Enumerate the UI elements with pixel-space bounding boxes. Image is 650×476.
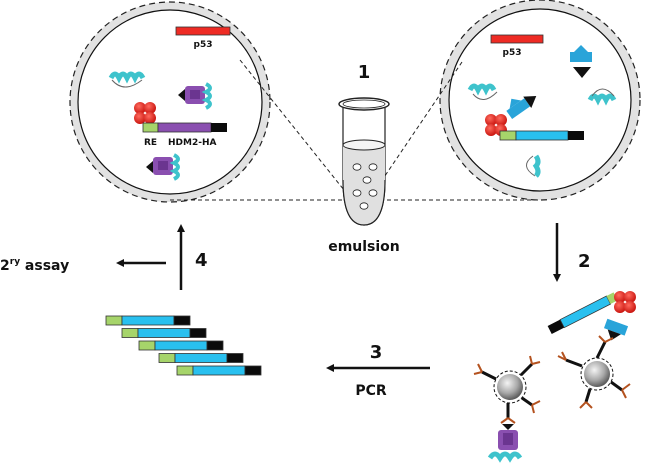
bead-right-icon bbox=[557, 335, 631, 409]
secondary-assay-label: 2ry assay bbox=[0, 257, 69, 274]
tag-segment bbox=[226, 353, 244, 363]
library-protein-icon bbox=[603, 318, 629, 341]
left-droplet: p53 RE HDM2-HA bbox=[69, 1, 271, 203]
re-label: RE bbox=[144, 138, 157, 148]
pcr-product bbox=[121, 328, 207, 338]
library-segment bbox=[174, 353, 228, 363]
repressor-protein-icon bbox=[614, 291, 636, 313]
hdm2-protein-icon bbox=[178, 82, 212, 110]
step-1-label: 1 bbox=[358, 62, 371, 83]
secondary-assay-number: 2 bbox=[0, 258, 10, 274]
peptide-loop bbox=[472, 91, 498, 100]
hdm2-segment bbox=[157, 122, 212, 133]
re-segment bbox=[158, 353, 176, 363]
step-3-label: 3 bbox=[370, 342, 383, 363]
dna-construct-library bbox=[499, 130, 584, 141]
droplet-outer-dashed bbox=[439, 0, 641, 201]
step-4-label: 4 bbox=[195, 250, 208, 271]
repressor-protein-icon bbox=[485, 114, 507, 136]
tag-segment bbox=[189, 328, 207, 338]
p53-gene-bar bbox=[175, 26, 231, 36]
re-segment bbox=[142, 122, 159, 133]
right-droplet: p53 bbox=[439, 0, 641, 201]
p53-gene-bar bbox=[490, 34, 544, 44]
peptide-helix-icon bbox=[467, 83, 497, 96]
re-segment bbox=[138, 340, 156, 351]
bead-capture-group bbox=[473, 291, 636, 463]
tag-segment bbox=[206, 340, 224, 351]
pcr-product bbox=[138, 340, 224, 351]
p53-label: p53 bbox=[503, 48, 522, 58]
step-2-label: 2 bbox=[578, 251, 591, 272]
emulsion-label: emulsion bbox=[328, 239, 400, 255]
droplet-inner bbox=[77, 9, 263, 195]
pcr-products bbox=[105, 315, 262, 376]
bead-left-icon bbox=[473, 355, 541, 424]
library-segment bbox=[192, 365, 246, 376]
library-segment bbox=[154, 340, 208, 351]
p53-label: p53 bbox=[194, 40, 213, 50]
library-segment bbox=[121, 315, 175, 326]
tag-segment bbox=[244, 365, 262, 376]
pcr-product bbox=[105, 315, 191, 326]
peptide-helix-icon bbox=[108, 71, 146, 88]
library-protein-icon bbox=[570, 45, 592, 78]
library-protein-bound-icon bbox=[506, 95, 537, 120]
tag-segment bbox=[173, 315, 191, 326]
tag-segment bbox=[211, 123, 227, 132]
peptide-helix-icon-2 bbox=[587, 93, 617, 106]
emulsion-tube-icon bbox=[338, 97, 390, 226]
peptide-loop-2 bbox=[591, 88, 615, 97]
repressor-protein-icon bbox=[134, 102, 156, 124]
secondary-assay-superscript: ry bbox=[10, 257, 20, 267]
hdm2-protein-icon-2 bbox=[146, 153, 180, 181]
secondary-assay-text: assay bbox=[20, 258, 69, 274]
pcr-product bbox=[158, 353, 244, 363]
library-segment bbox=[515, 130, 569, 141]
re-segment bbox=[105, 315, 123, 326]
dna-construct-hdm2 bbox=[142, 122, 227, 133]
re-segment bbox=[176, 365, 194, 376]
captured-dna bbox=[547, 292, 618, 334]
hdm2-protein-captured-icon bbox=[487, 424, 523, 463]
re-segment bbox=[121, 328, 139, 338]
peptide-helix-icon-3 bbox=[532, 154, 541, 178]
droplet-outer-dashed bbox=[69, 1, 271, 203]
peptide-loop-3 bbox=[526, 155, 536, 177]
tag-segment bbox=[568, 131, 584, 140]
pcr-product bbox=[176, 365, 262, 376]
hdm2-ha-label: HDM2-HA bbox=[168, 138, 216, 148]
re-segment bbox=[499, 130, 517, 141]
pcr-label: PCR bbox=[355, 383, 387, 399]
library-segment bbox=[137, 328, 191, 338]
